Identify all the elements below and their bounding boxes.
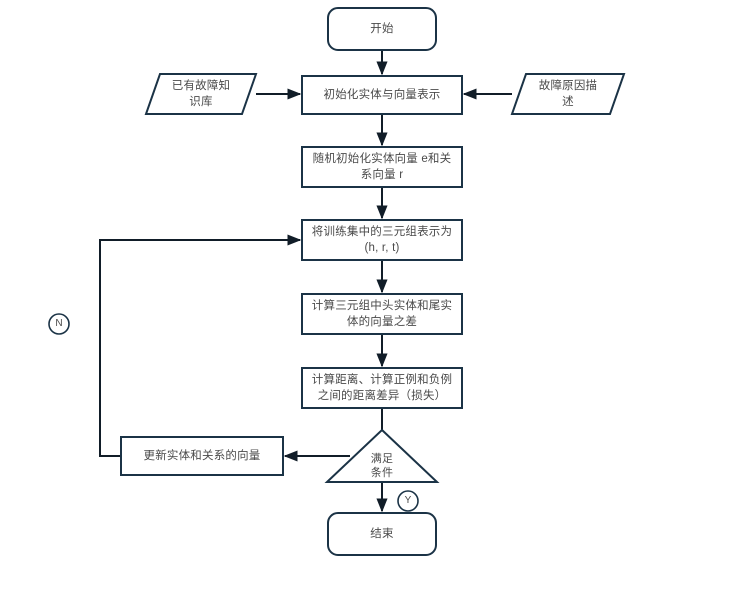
node-diff[interactable] bbox=[301, 293, 463, 335]
node-input-desc[interactable] bbox=[510, 73, 626, 115]
node-end[interactable] bbox=[327, 512, 437, 556]
node-rand-init[interactable] bbox=[301, 146, 463, 188]
edges-layer bbox=[99, 50, 512, 513]
nodes-layer bbox=[120, 7, 626, 556]
node-loss[interactable] bbox=[301, 367, 463, 409]
node-triples[interactable] bbox=[301, 219, 463, 261]
branch-badge-badge-no bbox=[48, 313, 70, 335]
branch-badges-layer bbox=[48, 313, 419, 512]
node-input-kb[interactable] bbox=[144, 73, 258, 115]
node-init[interactable] bbox=[301, 75, 463, 115]
node-start[interactable] bbox=[327, 7, 437, 51]
node-update[interactable] bbox=[120, 436, 284, 476]
node-decision[interactable] bbox=[324, 428, 440, 483]
branch-badge-badge-yes bbox=[397, 490, 419, 512]
connector-edge-update-loop bbox=[99, 234, 302, 457]
